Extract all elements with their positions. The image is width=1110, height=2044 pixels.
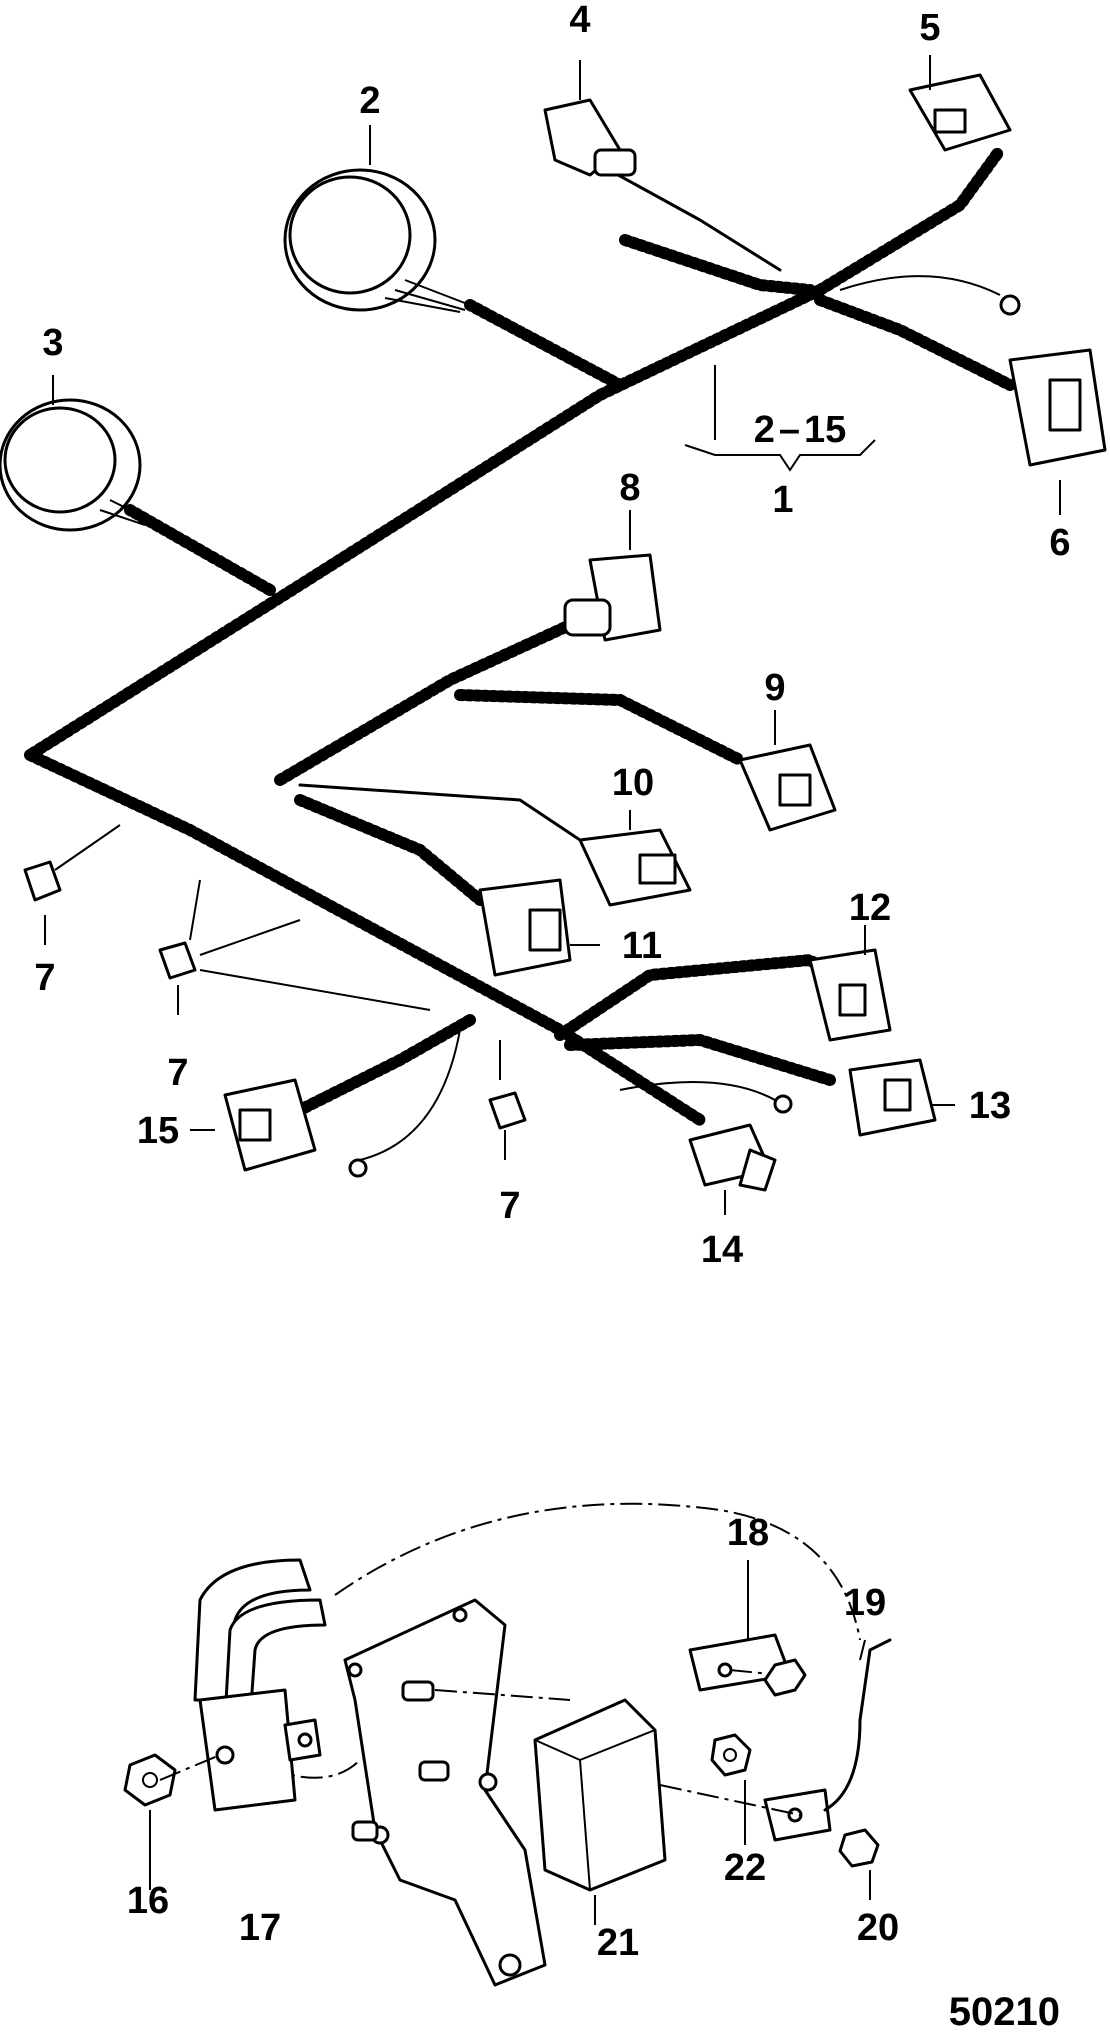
connector-14 [688,1123,777,1192]
callout-14: 14 [701,1229,743,1271]
callout-21: 21 [597,1922,639,1964]
callout-labels: 1 2 3 4 5 6 7 7 7 8 9 10 11 12 13 14 15 … [34,0,1070,2034]
range-end: 15 [804,409,846,451]
range-start: 2 [754,409,775,451]
callout-2: 2 [359,80,380,122]
callout-15: 15 [137,1110,179,1152]
connector-3 [0,398,151,532]
callout-1: 1 [772,479,793,521]
connector-9 [738,743,837,832]
connector-7-b [158,941,197,980]
callout-11: 11 [622,925,662,967]
connector-11 [478,878,572,977]
connector-10 [578,828,692,907]
callout-5: 5 [919,7,940,49]
callout-7-b: 7 [167,1052,188,1094]
callout-8: 8 [619,467,640,509]
range-label: 2–15 [754,409,847,451]
callout-9: 9 [764,667,785,709]
callout-10: 10 [612,762,654,804]
wiring-harness [24,144,1021,1178]
callout-6: 6 [1049,522,1070,564]
connector-12 [808,948,892,1042]
callout-3: 3 [42,322,63,364]
range-dash: – [779,409,800,451]
connector-13 [848,1058,937,1137]
callout-17: 17 [239,1907,281,1949]
connector-4 [543,98,637,177]
bracket-assembly [123,1502,892,1987]
connector-8 [563,553,662,642]
connector-2 [283,168,471,313]
connector-5 [908,73,1012,152]
callout-13: 13 [969,1085,1011,1127]
callout-20: 20 [857,1907,899,1949]
callout-19: 19 [844,1582,886,1624]
callout-4: 4 [569,0,590,41]
connector-15 [223,1078,317,1172]
group-bracket [684,365,876,472]
callout-22: 22 [724,1847,766,1889]
connector-6 [1008,348,1107,467]
connector-7-a [23,860,62,902]
connector-7-c [488,1091,527,1130]
diagram-code: 50210 [949,1990,1060,2034]
harness-leaders [44,55,1061,1215]
callout-7-c: 7 [499,1185,520,1227]
callout-16: 16 [127,1880,169,1922]
callout-18: 18 [727,1512,769,1554]
callout-12: 12 [849,887,891,929]
callout-7-a: 7 [34,957,55,999]
